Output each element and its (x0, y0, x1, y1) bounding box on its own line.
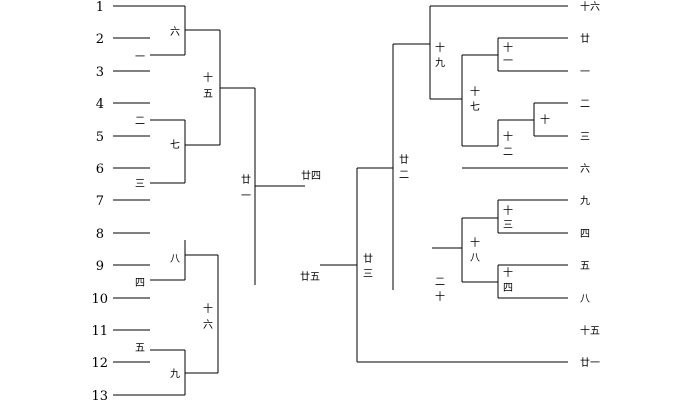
label-m6-b: 六 (203, 319, 213, 331)
slot-label-9: 五 (580, 261, 590, 272)
left-seed-numbers: 1 2 3 4 5 6 7 8 9 10 11 12 13 (91, 0, 108, 400)
right-match-labels: 十 一 十 十 二 十 七 十 九 十 三 十 四 十 八 二 十 廿 二 廿 … (300, 41, 550, 303)
label-m12-a: 十 (503, 130, 513, 143)
label-m20-b: 十 (435, 290, 445, 303)
label-m5-a: 十 (203, 71, 213, 84)
label-m23-a: 廿 (363, 253, 373, 265)
slot-label-12: 廿一 (580, 357, 600, 369)
label-m4-top: 五 (135, 343, 145, 354)
label-m22-a: 廿 (399, 154, 409, 166)
seed-8: 8 (96, 227, 104, 242)
seed-10: 10 (91, 292, 108, 307)
label-m22-b: 二 (399, 170, 409, 181)
label-m2-bot: 三 (135, 179, 145, 190)
label-m3-sub: 四 (135, 278, 145, 289)
slot-label-8: 四 (580, 229, 590, 240)
label-m3: 八 (170, 254, 180, 265)
left-bracket-lines (113, 5, 305, 396)
label-m4: 九 (170, 368, 180, 380)
label-m13-b: 三 (503, 220, 513, 231)
label-m17-b: 七 (470, 101, 480, 113)
slot-label-5: 三 (580, 132, 590, 143)
label-m11-b: 一 (503, 56, 513, 67)
label-m19-a: 十 (435, 41, 445, 54)
label-m12-b: 二 (503, 147, 513, 158)
label-m11-a: 十 (503, 41, 513, 54)
label-m20-a: 二 (435, 277, 445, 288)
slot-label-3: 一 (580, 67, 590, 78)
slot-label-2: 廿 (580, 33, 590, 45)
slot-label-1: 十六 (580, 0, 600, 13)
label-m14-a: 十 (503, 266, 513, 279)
label-m2: 七 (170, 139, 180, 151)
seed-2: 2 (96, 32, 104, 47)
seed-5: 5 (96, 130, 104, 145)
label-m23-b: 三 (363, 269, 373, 280)
slot-label-4: 二 (580, 99, 590, 110)
slot-label-6: 六 (580, 163, 590, 175)
slot-label-11: 十五 (580, 324, 600, 337)
label-m19-b: 九 (435, 57, 445, 69)
label-m17-a: 十 (470, 85, 480, 98)
seed-7: 7 (96, 194, 104, 209)
label-m1: 六 (170, 26, 180, 38)
label-m7-a: 廿 (241, 174, 251, 186)
right-bracket-lines (320, 5, 568, 363)
label-m5-b: 五 (203, 89, 213, 100)
seed-13: 13 (91, 389, 108, 400)
label-m25: 廿五 (300, 271, 320, 283)
right-slot-labels: 十六 廿 一 二 三 六 九 四 五 八 十五 廿一 (580, 0, 600, 369)
label-m10: 十 (540, 113, 550, 126)
label-m14-b: 四 (503, 283, 513, 294)
label-m7-b: 一 (241, 191, 251, 202)
slot-label-10: 八 (580, 294, 590, 305)
seed-9: 9 (96, 259, 104, 274)
seed-4: 4 (96, 97, 104, 112)
left-match-labels: 六 一 二 七 三 八 四 五 九 十 五 十 六 廿 一 廿四 (135, 26, 321, 380)
label-m7-out: 廿四 (301, 170, 321, 182)
seed-1: 1 (96, 0, 104, 15)
seed-6: 6 (96, 162, 104, 177)
label-m1-sub: 一 (135, 52, 145, 63)
seed-12: 12 (91, 356, 108, 371)
slot-label-7: 九 (580, 195, 590, 207)
seed-11: 11 (91, 324, 108, 339)
label-m13-a: 十 (503, 204, 513, 217)
seed-3: 3 (96, 65, 104, 80)
label-m18-b: 八 (470, 253, 480, 264)
label-m6-a: 十 (203, 302, 213, 315)
label-m2-top: 二 (135, 116, 145, 127)
label-m18-a: 十 (470, 236, 480, 249)
